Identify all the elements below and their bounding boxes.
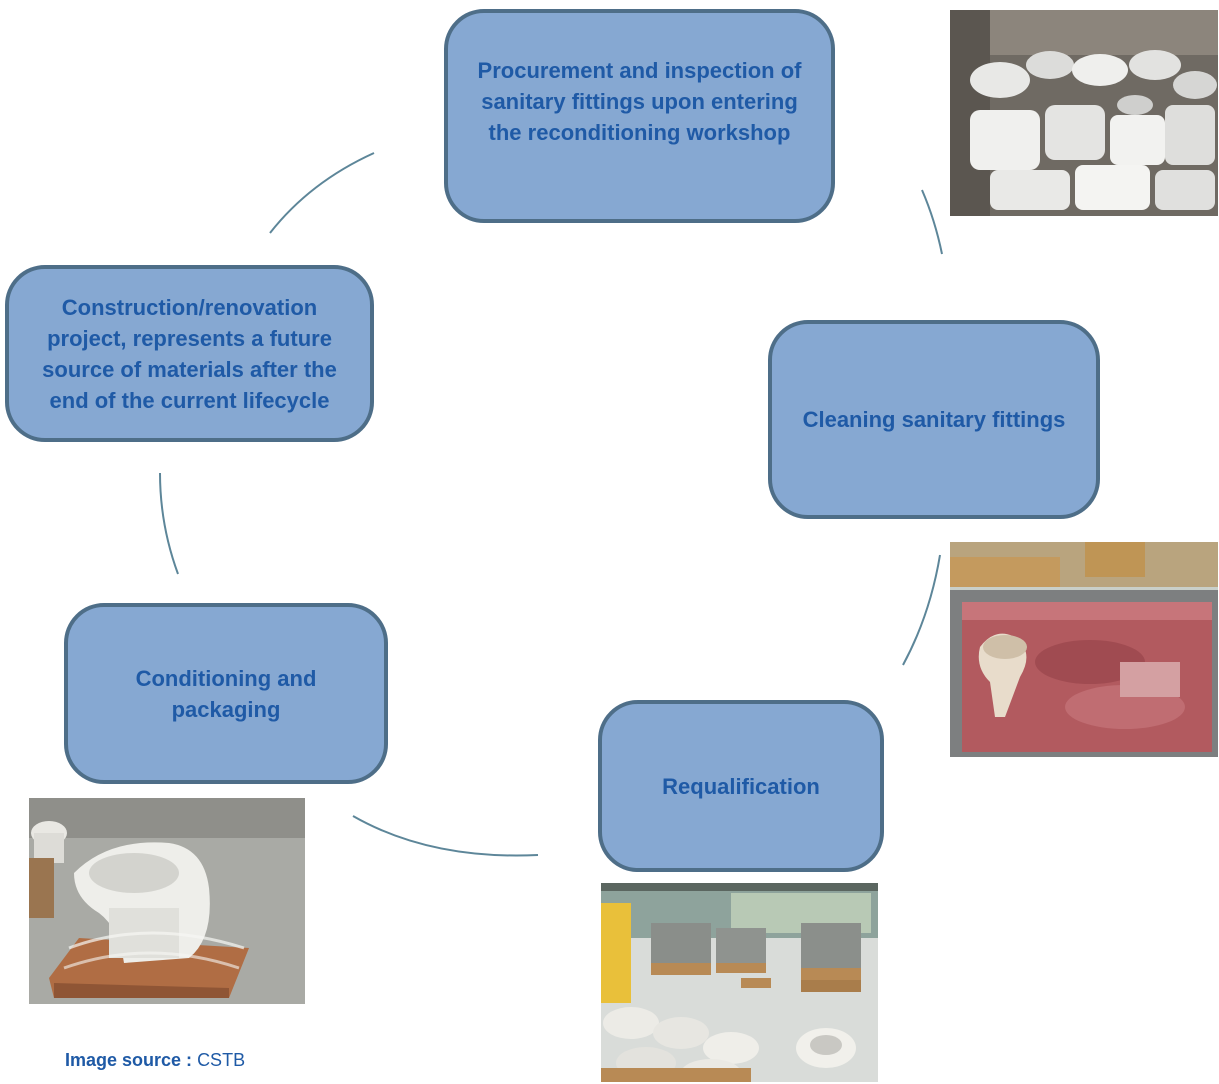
connector-cleaning-to-requalification (902, 554, 941, 666)
image-source-label: Image source : (65, 1050, 193, 1070)
photo-wrapped-toilet-pallet (29, 798, 305, 1004)
photo-stored-toilets (950, 10, 1218, 216)
step-cleaning: Cleaning sanitary fittings (768, 320, 1100, 519)
step-requalification: Requalification (598, 700, 884, 872)
image-source-value: CSTB (197, 1050, 246, 1070)
photo-requalification-warehouse (601, 883, 878, 1082)
connector-procurement-to-cleaning (921, 189, 943, 255)
step-procurement-label: Procurement and inspection of sanitary f… (477, 57, 802, 145)
photo-cleaning-tank (950, 542, 1218, 757)
step-cleaning-label: Cleaning sanitary fittings (802, 407, 1066, 432)
step-conditioning-packaging: Conditioning and packaging (64, 603, 388, 784)
step-construction-renovation: Construction/renovation project, represe… (5, 265, 374, 442)
step-requalification-label: Requalification (662, 773, 820, 799)
connector-requalification-to-conditioning (352, 815, 539, 857)
image-source-credit: Image source : CSTB (65, 1050, 245, 1071)
step-procurement-inspection: Procurement and inspection of sanitary f… (444, 9, 835, 223)
step-conditioning-label: Conditioning and packaging (135, 665, 317, 722)
step-construction-label: Construction/renovation project, represe… (42, 294, 337, 413)
connector-construction-to-procurement (269, 152, 375, 234)
connector-conditioning-to-construction (159, 472, 179, 575)
